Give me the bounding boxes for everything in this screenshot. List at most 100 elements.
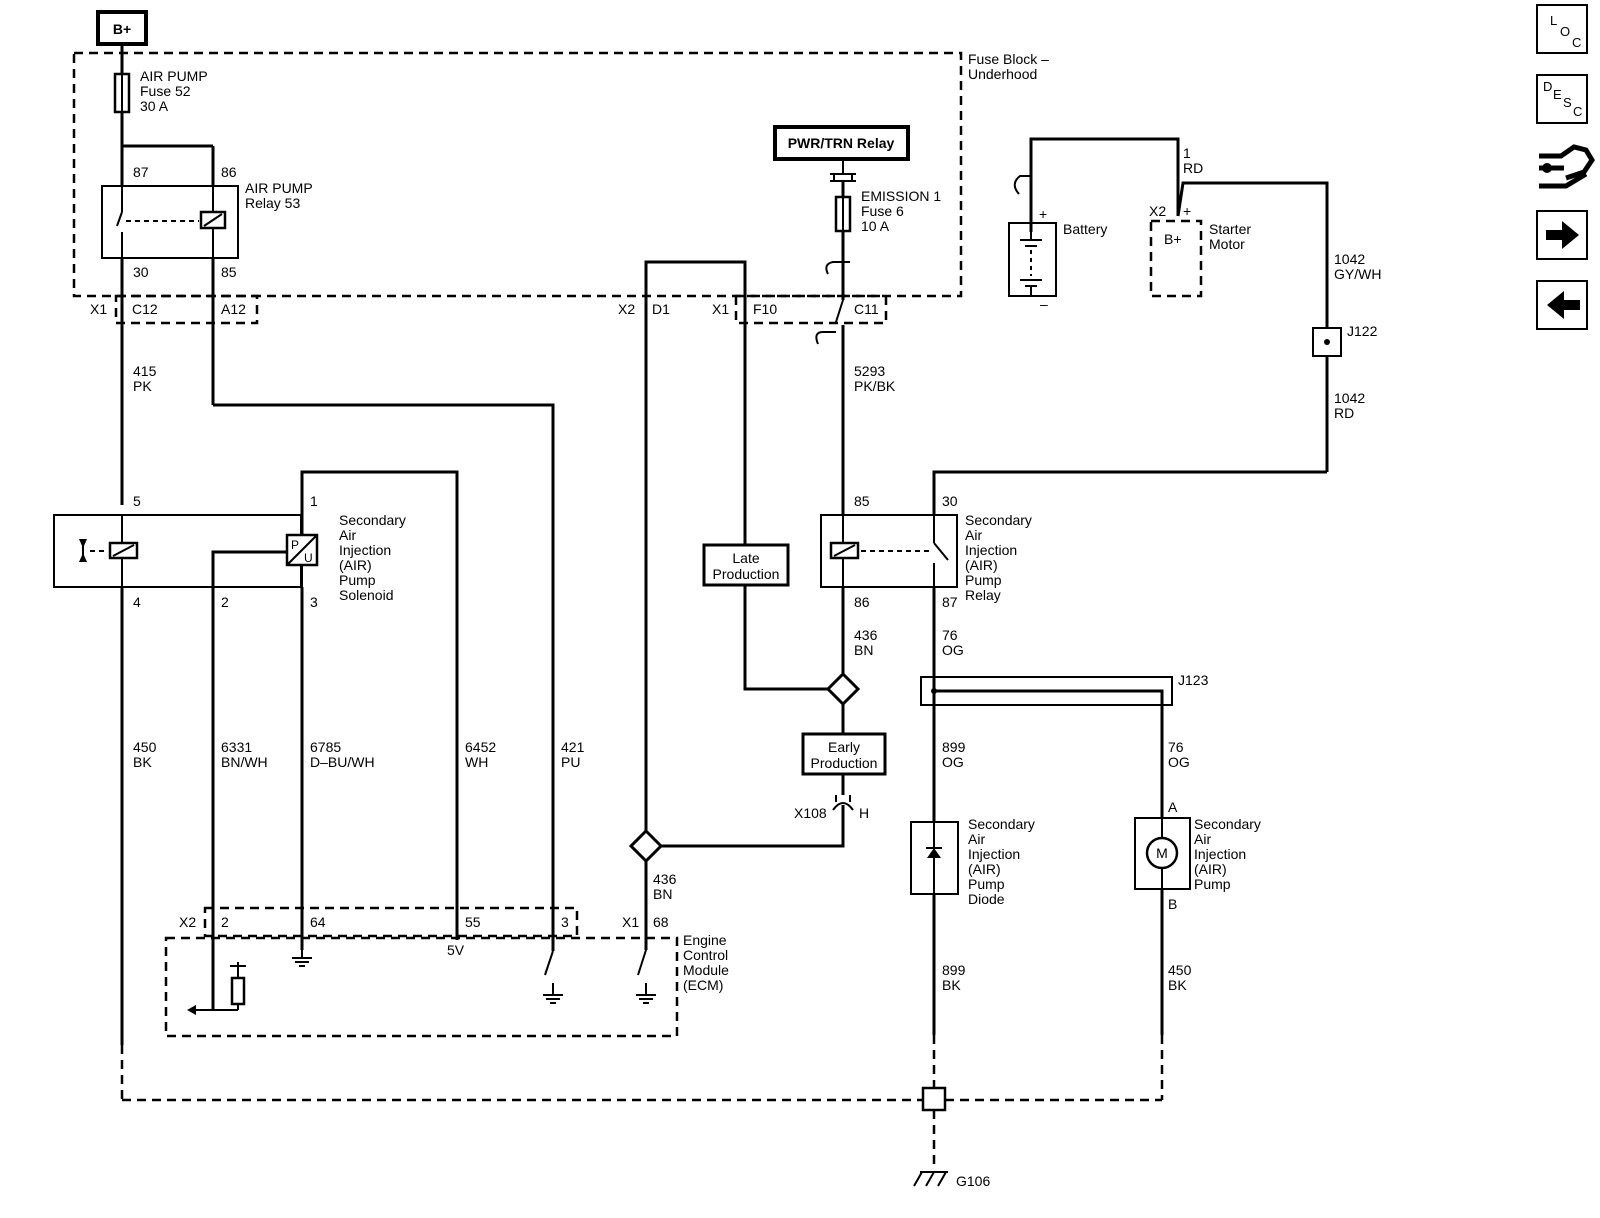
ecm-switch-421 bbox=[544, 950, 554, 976]
splice-early-late bbox=[825, 671, 861, 707]
wire-76a-label: 76 bbox=[942, 627, 958, 643]
solenoid-label-5: Pump bbox=[339, 572, 376, 588]
battery-minus: – bbox=[1040, 296, 1048, 312]
wire-436b-color: BN bbox=[653, 886, 672, 902]
ecm-resistor bbox=[230, 976, 246, 1006]
solenoid-pin-2: 2 bbox=[221, 594, 229, 610]
splice-436 bbox=[628, 828, 664, 864]
starter-plus: + bbox=[1183, 203, 1191, 219]
wire-450b-label: 450 bbox=[1168, 962, 1192, 978]
pump-label-5: Pump bbox=[1194, 876, 1231, 892]
wire-436a-label: 436 bbox=[854, 627, 878, 643]
solenoid-pin-3: 3 bbox=[310, 594, 318, 610]
connector-f10-c11 bbox=[734, 294, 888, 325]
splice-j122-label: J122 bbox=[1347, 323, 1378, 339]
battery bbox=[1008, 222, 1057, 297]
description-button[interactable]: D E S C bbox=[1536, 74, 1588, 124]
x108-pin-label: H bbox=[859, 805, 869, 821]
wire-899b-label: 899 bbox=[942, 962, 966, 978]
diode-label-1: Secondary bbox=[968, 816, 1035, 832]
connector-icon bbox=[1539, 144, 1595, 189]
wire-899a-color: OG bbox=[942, 754, 964, 770]
wire-421-color: PU bbox=[561, 754, 580, 770]
wire-436-loop bbox=[644, 260, 747, 600]
loc-letter-o: O bbox=[1560, 24, 1571, 39]
solenoid-label-3: Injection bbox=[339, 542, 391, 558]
loc-letter-c: C bbox=[1572, 35, 1582, 50]
splice-j123-label: J123 bbox=[1178, 672, 1209, 688]
connector-c12-a12 bbox=[114, 294, 259, 325]
battery-plus: + bbox=[1039, 206, 1047, 222]
diode-label-3: Injection bbox=[968, 846, 1020, 862]
ecm-x1-label: X1 bbox=[622, 914, 639, 930]
wire-76b-label: 76 bbox=[1168, 739, 1184, 755]
x108-label: X108 bbox=[794, 805, 827, 821]
wire-450-color: BK bbox=[133, 754, 152, 770]
engine-control-module bbox=[164, 936, 679, 1038]
wire-1042b-color: RD bbox=[1334, 405, 1354, 421]
ecm-pin-55: 55 bbox=[465, 914, 481, 930]
pump-label-2: Air bbox=[1194, 831, 1211, 847]
sec-relay-pin-30: 30 bbox=[942, 493, 958, 509]
solenoid-pin-5: 5 bbox=[133, 493, 141, 509]
connector-d1-label: D1 bbox=[652, 301, 670, 317]
sec-relay-pin-86: 86 bbox=[854, 594, 870, 610]
loc-letter-l: L bbox=[1550, 13, 1558, 28]
svg-text:U: U bbox=[304, 551, 313, 565]
air-pump-relay-switch bbox=[116, 211, 123, 227]
air-pump-relay-pin-30: 30 bbox=[133, 264, 149, 280]
next-button[interactable] bbox=[1536, 210, 1588, 260]
solenoid-pin-1: 1 bbox=[310, 493, 318, 509]
sec-relay-label-6: Relay bbox=[965, 587, 1001, 603]
emission-fuse-label-2: Fuse 6 bbox=[861, 203, 904, 219]
wire-battery-rd bbox=[1029, 137, 1180, 232]
air-pump-fuse-label-2: Fuse 52 bbox=[140, 83, 191, 99]
previous-button[interactable] bbox=[1536, 280, 1588, 330]
battery-label: Battery bbox=[1063, 221, 1107, 237]
connector-x1-label: X1 bbox=[90, 301, 107, 317]
wire-6452-color: WH bbox=[465, 754, 488, 770]
sec-relay-pin-85: 85 bbox=[854, 493, 870, 509]
air-pump-relay-pin-85: 85 bbox=[221, 264, 237, 280]
wire-5293-color: PK/BK bbox=[854, 378, 896, 394]
wire-6331 bbox=[211, 550, 287, 1010]
sec-relay-label-5: Pump bbox=[965, 572, 1002, 588]
starter-label-1: Starter bbox=[1209, 221, 1251, 237]
wire-76b-color: OG bbox=[1168, 754, 1190, 770]
wire-899a-label: 899 bbox=[942, 739, 966, 755]
connector-c12-label: C12 bbox=[132, 301, 158, 317]
pump-label-1: Secondary bbox=[1194, 816, 1261, 832]
wire-436b-label: 436 bbox=[653, 871, 677, 887]
emission-fuse-label-3: 10 A bbox=[861, 218, 890, 234]
wire-76a-color: OG bbox=[942, 642, 964, 658]
wire-6452 bbox=[300, 470, 459, 925]
solenoid-label-6: Solenoid bbox=[339, 587, 394, 603]
sec-relay-label-2: Air bbox=[965, 527, 982, 543]
ecm-switch-436 bbox=[637, 949, 647, 976]
connector-a12-label: A12 bbox=[221, 301, 246, 317]
early-production-label-1: Early bbox=[828, 739, 860, 755]
desc-letter-c: C bbox=[1573, 104, 1583, 119]
starter-motor bbox=[1149, 219, 1203, 298]
desc-letter-e: E bbox=[1553, 87, 1562, 102]
ecm-label-3: Module bbox=[683, 962, 729, 978]
wire-436a-color: BN bbox=[854, 642, 873, 658]
connector-view-button[interactable] bbox=[1536, 138, 1596, 196]
pump-pin-b: B bbox=[1168, 896, 1177, 912]
bplus-label: B+ bbox=[113, 21, 131, 37]
fuse-block-label-2: Underhood bbox=[968, 66, 1037, 82]
pwr-trn-relay-label: PWR/TRN Relay bbox=[788, 135, 895, 151]
desc-letter-s: S bbox=[1563, 95, 1572, 110]
ecm-label-4: (ECM) bbox=[683, 977, 723, 993]
wire-415-label: 415 bbox=[133, 363, 157, 379]
early-production-label-2: Production bbox=[811, 755, 878, 771]
pump-label-4: (AIR) bbox=[1194, 861, 1227, 877]
ecm-pin-68: 68 bbox=[653, 914, 669, 930]
diode-label-5: Pump bbox=[968, 876, 1005, 892]
sec-relay-pin-87: 87 bbox=[942, 594, 958, 610]
sec-relay-label-3: Injection bbox=[965, 542, 1017, 558]
wire-5293-label: 5293 bbox=[854, 363, 885, 379]
location-button[interactable]: L O C bbox=[1536, 4, 1588, 54]
connector-x2-label: X2 bbox=[618, 301, 635, 317]
